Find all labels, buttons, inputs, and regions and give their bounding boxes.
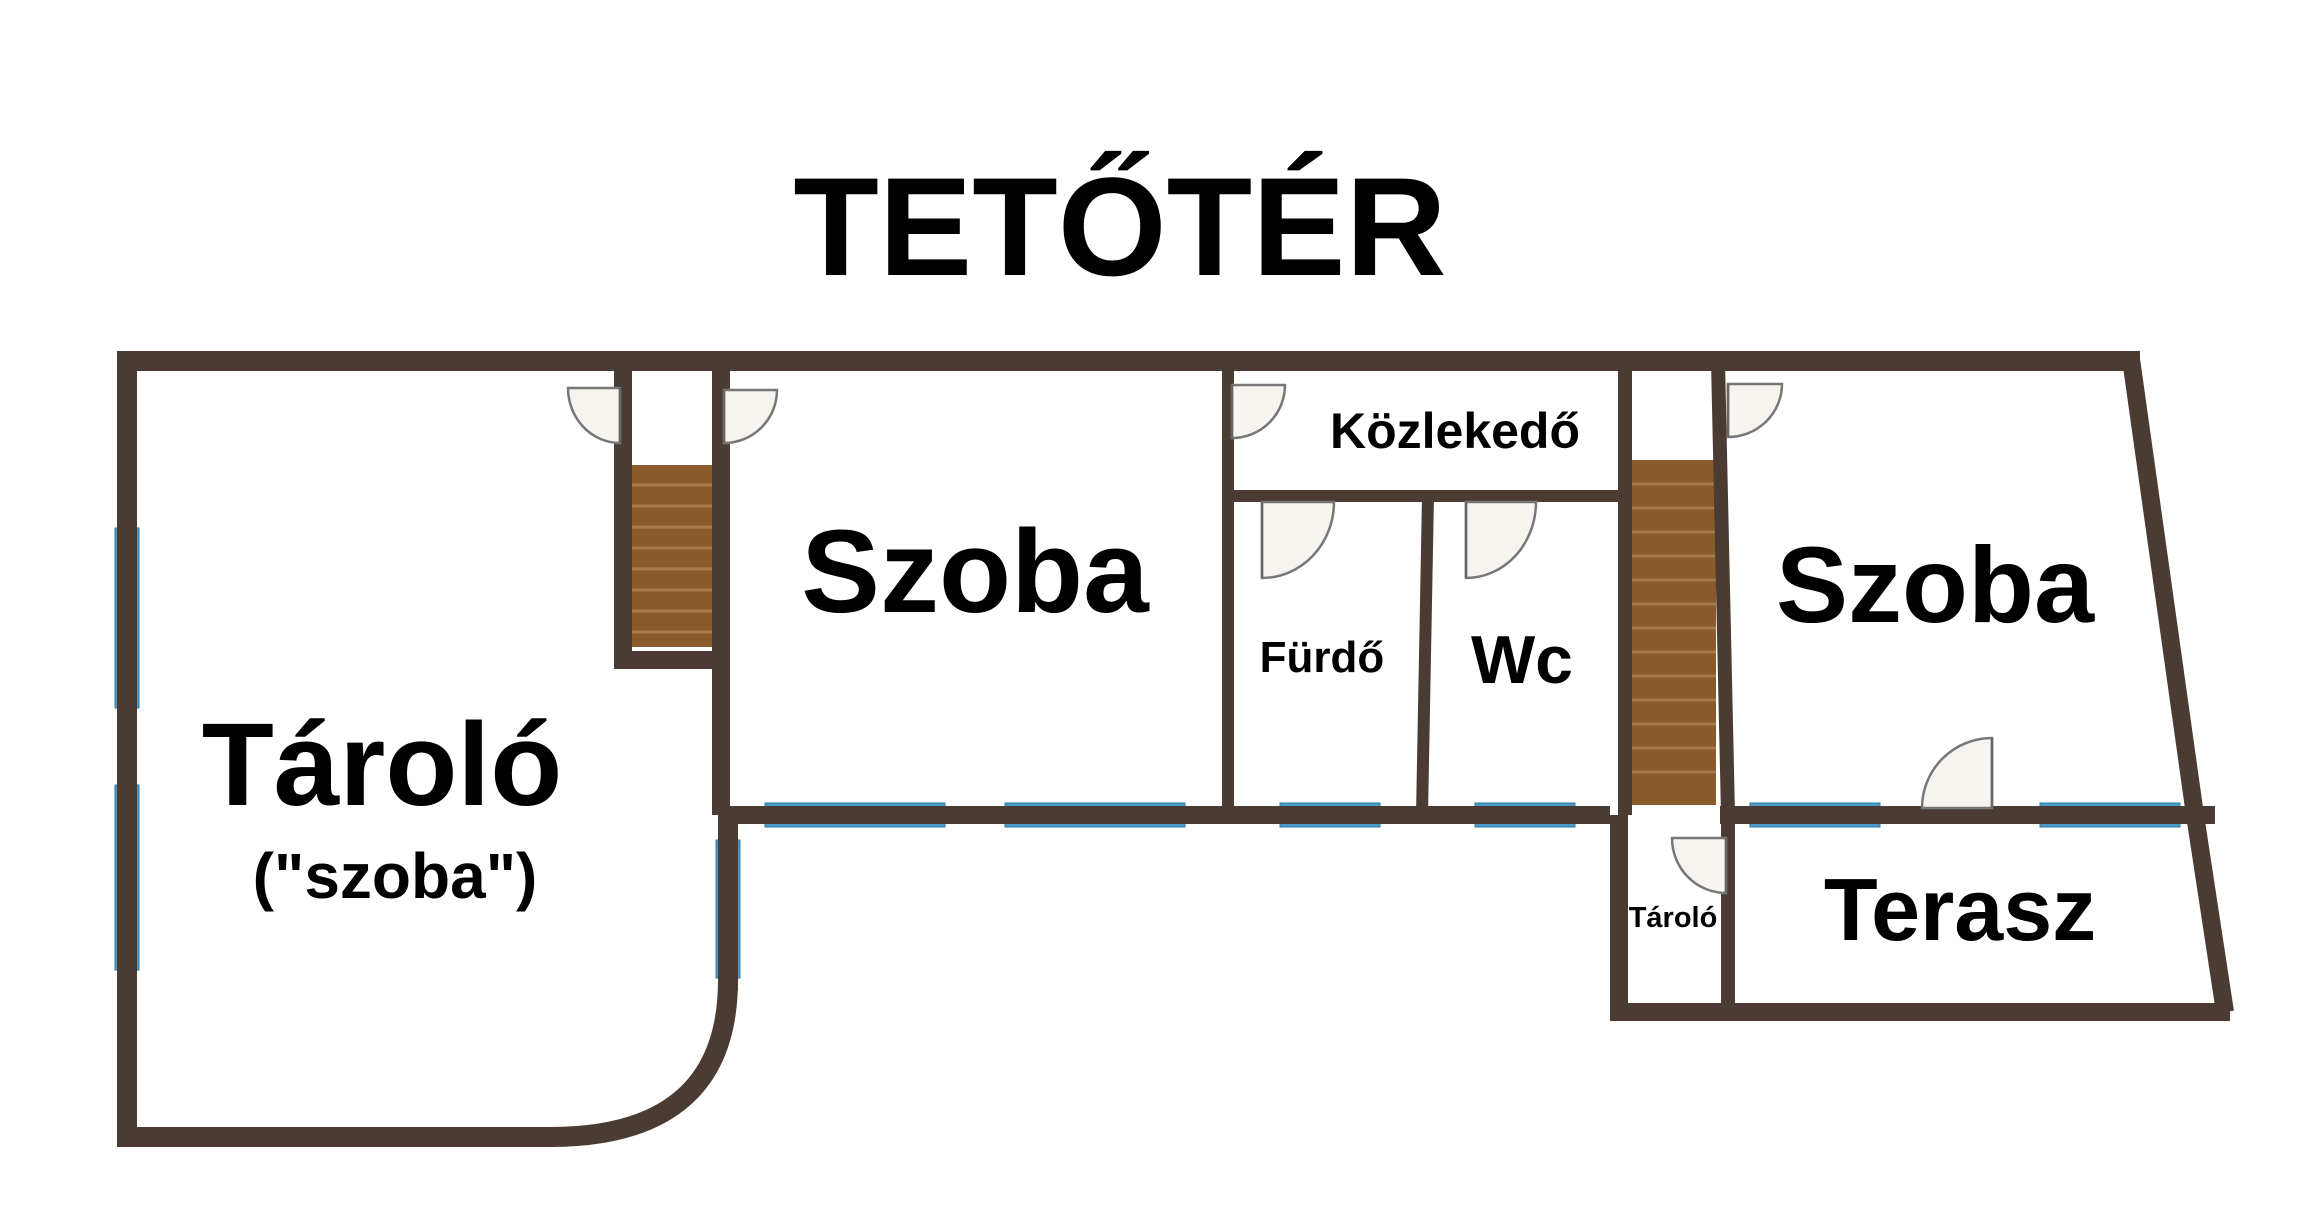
stairs-left xyxy=(632,465,712,647)
room-note-storage-large: ("szoba") xyxy=(253,840,538,912)
door-storage-stairs xyxy=(566,386,622,445)
door-storage-small xyxy=(1670,836,1728,895)
room-label-room-left: Szoba xyxy=(801,506,1150,638)
walls xyxy=(117,350,2234,1147)
door-stairs-room-left xyxy=(722,388,779,445)
door-corridor xyxy=(1230,383,1287,440)
doors xyxy=(566,382,1994,895)
door-bathroom xyxy=(1260,500,1336,580)
room-label-terrace: Terasz xyxy=(1824,860,2096,959)
room-label-storage-large: Tároló xyxy=(202,699,563,831)
room-label-storage-small: Tároló xyxy=(1629,902,1718,934)
door-wc xyxy=(1464,500,1538,580)
room-label-wc: Wc xyxy=(1471,622,1573,698)
stairs-right xyxy=(1628,460,1716,805)
room-label-bathroom: Fürdő xyxy=(1260,633,1385,682)
room-label-room-right: Szoba xyxy=(1776,524,2095,645)
door-terrace xyxy=(1920,736,1994,810)
room-label-corridor: Közlekedő xyxy=(1330,403,1580,459)
plan-title: TETŐTÉR xyxy=(793,148,1446,305)
door-room-right xyxy=(1726,382,1784,439)
